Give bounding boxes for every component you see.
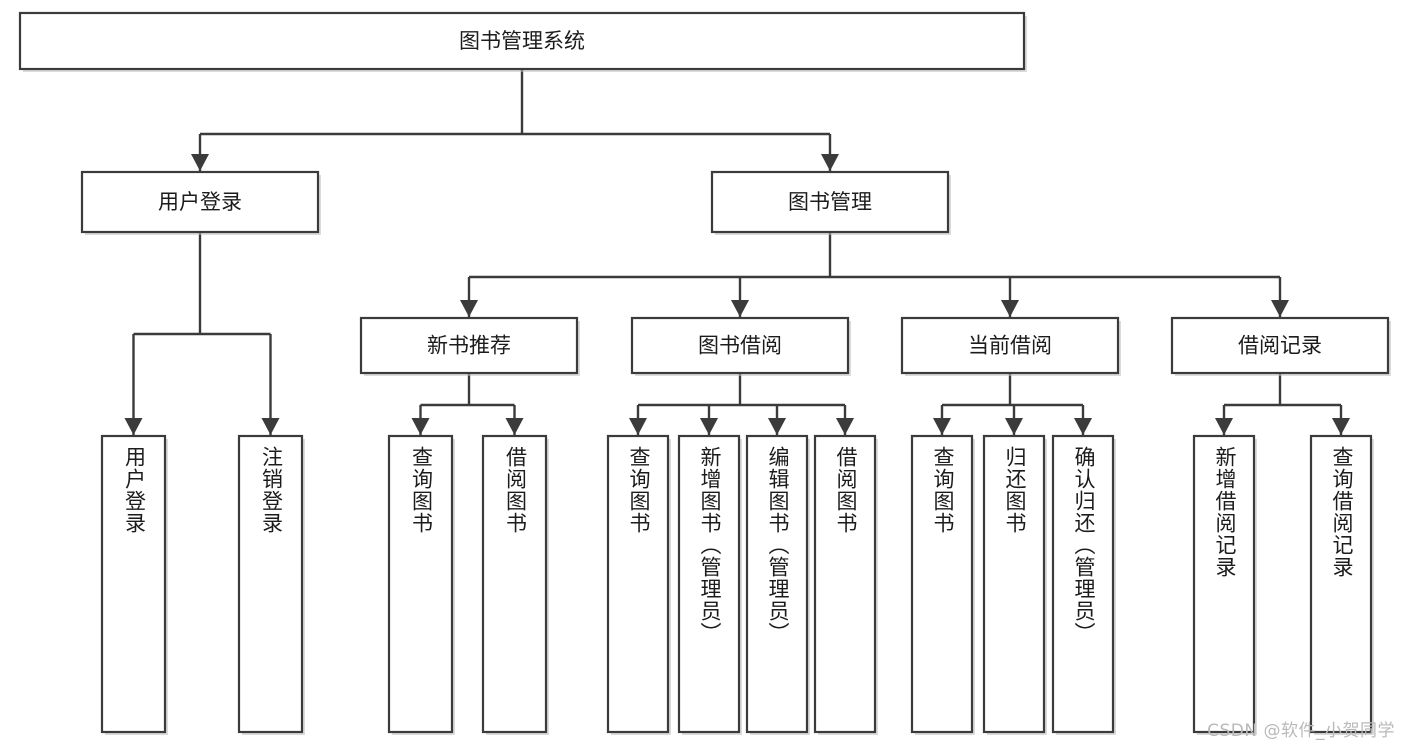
arrow-head-icon <box>124 418 143 435</box>
node-label-current-borrow: 当前借阅 <box>968 334 1052 358</box>
node-box-current-borrow[interactable] <box>900 316 1120 375</box>
node-box-leaf-confirm-return-admin[interactable] <box>1051 434 1115 734</box>
node-label-root: 图书管理系统 <box>459 29 585 53</box>
arrow-head-icon <box>821 154 839 171</box>
arrow-head-icon <box>1271 300 1289 317</box>
node-label-user-login: 用户登录 <box>158 190 242 214</box>
node-label-book-management: 图书管理 <box>788 190 872 214</box>
arrow-head-icon <box>1074 418 1092 435</box>
node-box-root[interactable] <box>18 11 1026 71</box>
node-box-leaf-user-login[interactable] <box>100 434 167 734</box>
node-box-leaf-query-borrow-record[interactable] <box>1309 434 1373 734</box>
node-label-book-borrow: 图书借阅 <box>698 334 782 358</box>
arrow-head-icon <box>1005 418 1023 435</box>
node-box-leaf-edit-book-admin[interactable] <box>745 434 809 734</box>
arrow-head-icon <box>505 418 524 435</box>
arrow-head-icon <box>411 418 430 435</box>
arrow-head-icon <box>768 418 786 435</box>
node-box-borrow-record[interactable] <box>1170 316 1390 375</box>
node-label-borrow-record: 借阅记录 <box>1238 334 1322 358</box>
node-box-user-login[interactable] <box>80 170 320 234</box>
node-box-leaf-add-book-admin[interactable] <box>677 434 741 734</box>
arrow-head-icon <box>191 154 209 171</box>
node-box-leaf-query-book-current[interactable] <box>910 434 974 734</box>
arrow-head-icon <box>629 418 647 435</box>
node-box-book-management[interactable] <box>710 170 950 234</box>
node-box-leaf-borrow-book[interactable] <box>813 434 877 734</box>
node-box-leaf-add-borrow-record[interactable] <box>1192 434 1256 734</box>
node-box-leaf-query-book-new[interactable] <box>387 434 454 734</box>
arrow-head-icon <box>933 418 951 435</box>
node-box-leaf-logout[interactable] <box>237 434 304 734</box>
csdn-watermark: CSDN @软件_小贺同学 <box>1207 721 1395 741</box>
node-box-leaf-query-book-borrow[interactable] <box>606 434 670 734</box>
arrow-head-icon <box>1332 418 1350 435</box>
arrow-head-icon <box>731 300 749 317</box>
node-box-leaf-borrow-book-new[interactable] <box>481 434 548 734</box>
arrow-head-icon <box>836 418 854 435</box>
arrow-head-icon <box>261 418 280 435</box>
arrow-head-icon <box>460 300 478 317</box>
connectors-layer <box>124 69 1350 435</box>
node-label-new-book-recommend: 新书推荐 <box>427 334 511 358</box>
boxes-layer <box>18 11 1391 735</box>
arrow-head-icon <box>1001 300 1019 317</box>
node-box-new-book-recommend[interactable] <box>359 316 579 375</box>
node-box-book-borrow[interactable] <box>630 316 850 375</box>
arrow-head-icon <box>1215 418 1233 435</box>
node-box-leaf-return-book[interactable] <box>982 434 1046 734</box>
arrow-head-icon <box>700 418 718 435</box>
